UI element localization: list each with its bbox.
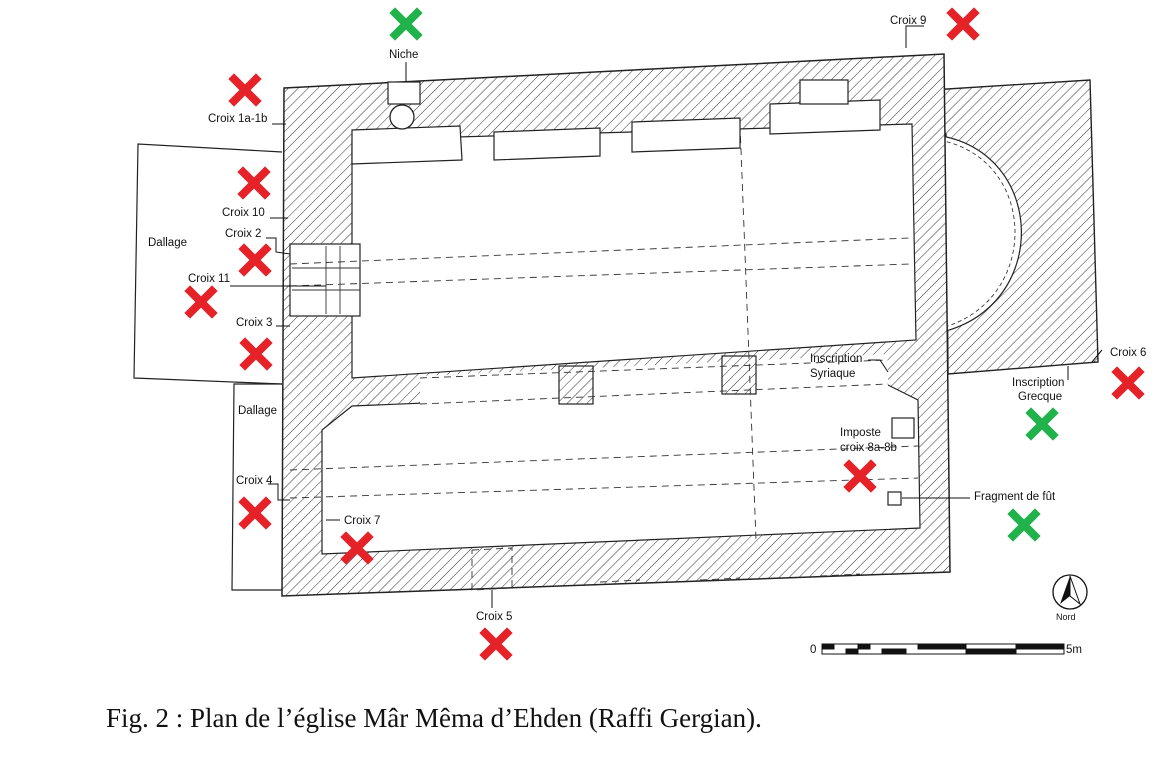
label-croix2: Croix 2 <box>225 228 261 240</box>
inscription-grecque-marker <box>1025 407 1059 441</box>
label-inscription-syriaque-1: Inscription <box>810 353 862 365</box>
label-croix7: Croix 7 <box>344 515 380 527</box>
imposte-marker <box>843 459 877 493</box>
croix9-marker <box>946 7 980 41</box>
niche-marker <box>389 7 423 41</box>
label-inscription-grecque-2: Grecque <box>1018 391 1062 403</box>
label-croix3: Croix 3 <box>236 317 272 329</box>
label-croix9: Croix 9 <box>890 15 926 27</box>
label-fragment: Fragment de fût <box>974 491 1056 503</box>
dashed-construction-lines <box>289 123 919 591</box>
label-imposte-1: Imposte <box>840 427 881 439</box>
figure-caption: Fig. 2 : Plan de l’église Mâr Mêma d’Ehd… <box>106 703 762 733</box>
markers <box>184 7 1145 661</box>
croix6-marker <box>1111 366 1145 400</box>
croix10-marker <box>237 166 271 200</box>
croix11-marker <box>184 285 218 319</box>
dallage-outline <box>133 143 283 591</box>
croix4-marker <box>238 496 272 530</box>
croix3-marker <box>239 337 273 371</box>
main-walls <box>281 53 951 597</box>
croix2-marker <box>238 243 272 277</box>
label-scale-start: 0 <box>810 644 816 656</box>
label-croix4: Croix 4 <box>236 475 273 487</box>
scale-bar <box>821 643 1065 655</box>
label-croix11: Croix 11 <box>188 273 230 285</box>
entrance-steps <box>292 246 360 314</box>
croix7-marker <box>340 531 374 565</box>
label-croix5: Croix 5 <box>476 611 512 623</box>
label-inscription-grecque-1: Inscription <box>1012 377 1064 389</box>
croix1-marker <box>228 73 262 107</box>
label-scale-end: 5m <box>1066 644 1082 656</box>
label-croix6: Croix 6 <box>1110 347 1146 359</box>
croix5-marker <box>479 627 513 661</box>
north-arrow-icon <box>1052 574 1088 610</box>
label-dallage-top: Dallage <box>148 237 187 249</box>
label-niche: Niche <box>389 49 418 61</box>
label-nord: Nord <box>1056 612 1076 622</box>
label-dallage-bottom: Dallage <box>238 405 277 417</box>
leader-lines <box>230 25 1103 608</box>
label-croix1: Croix 1a-1b <box>208 113 267 125</box>
plan-labels: Niche Croix 9 Croix 1a-1b Croix 10 Croix… <box>148 15 1146 656</box>
label-inscription-syriaque-2: Syriaque <box>810 368 855 380</box>
fragment-marker <box>1007 508 1041 542</box>
church-floor-plan: Niche Croix 9 Croix 1a-1b Croix 10 Croix… <box>133 7 1146 661</box>
label-imposte-2: croix 8a-8b <box>840 442 897 454</box>
label-croix10: Croix 10 <box>222 207 265 219</box>
fragment-block <box>887 491 902 506</box>
imposte-block <box>891 417 915 439</box>
